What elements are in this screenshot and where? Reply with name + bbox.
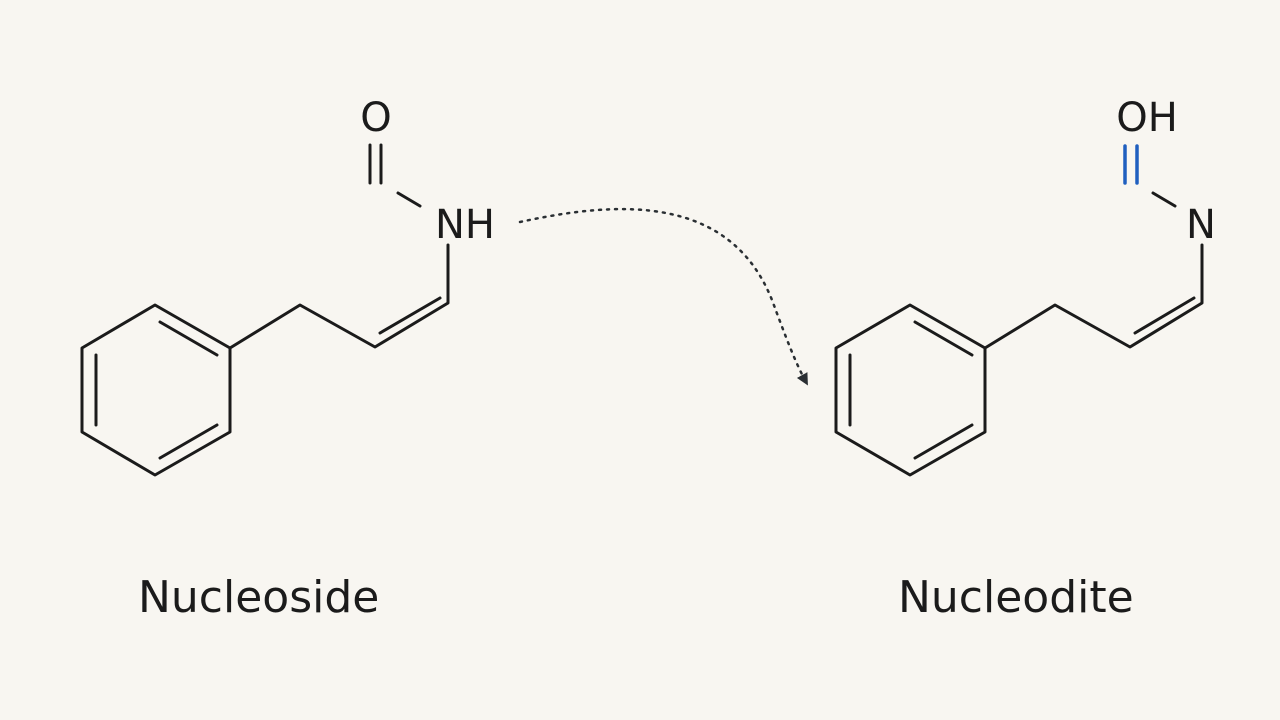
right-molecule-caption: Nucleodite xyxy=(898,572,1134,623)
right-alkene-double-bond xyxy=(1133,296,1196,335)
right-benzene-ring xyxy=(834,303,987,477)
left-benzene-ring xyxy=(80,303,232,477)
left-ring-double-bond-1 xyxy=(158,320,219,357)
left-alkene-double-bond xyxy=(378,296,442,335)
right-side-chain xyxy=(983,243,1204,350)
left-n-c-bond xyxy=(396,191,422,208)
left-oxygen-label: O xyxy=(360,95,391,141)
reaction-arrow xyxy=(518,207,808,386)
right-nitrogen-label: N xyxy=(1186,202,1216,248)
right-ring-double-bond-1 xyxy=(913,320,974,357)
right-n-c-bond xyxy=(1151,191,1177,208)
left-molecule: O NH xyxy=(80,95,495,477)
right-oxygen-label: OH xyxy=(1116,95,1178,141)
left-side-chain xyxy=(228,243,450,350)
left-ring-double-bond-2 xyxy=(158,423,219,460)
right-molecule: OH N xyxy=(834,95,1216,477)
left-molecule-caption: Nucleoside xyxy=(138,572,380,623)
left-nitrogen-label: NH xyxy=(435,202,495,248)
right-ring-double-bond-2 xyxy=(913,423,974,460)
